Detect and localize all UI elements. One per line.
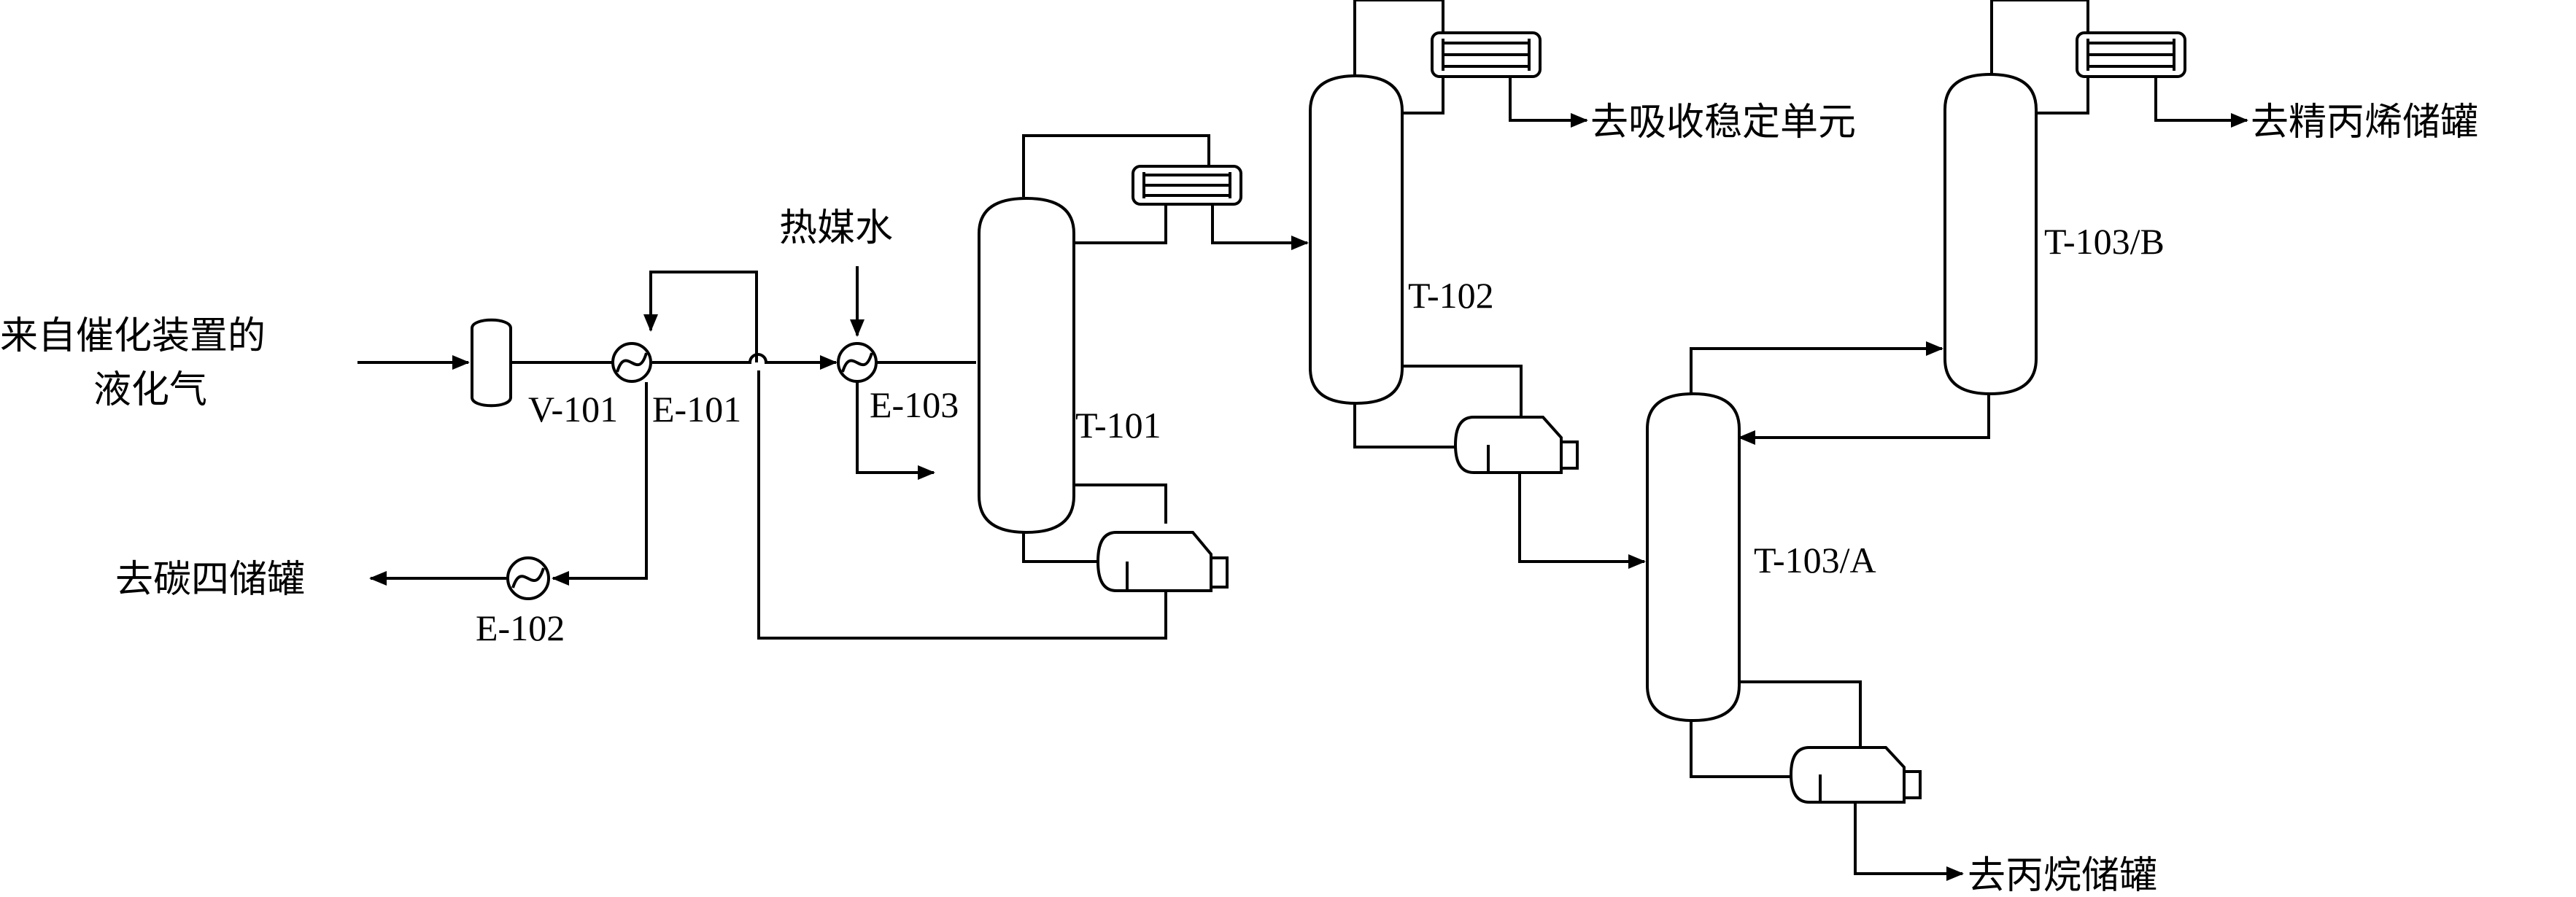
v101-tag: V-101 [528,389,618,430]
t102-reflux [1402,77,1444,114]
e101-to-e102-line [552,382,648,586]
absorption-unit-outlet-label: 去吸收稳定单元 [1590,101,1856,144]
t102-to-absorption-line [1509,77,1588,128]
t101-column [978,196,1075,535]
t103a-column [1646,392,1741,723]
t101-reboiler-feed [1074,484,1167,524]
heat-medium-out-line [856,379,935,480]
propane-tank-outlet-label: 去丙烷储罐 [1968,854,2157,897]
e101-tag: E-101 [652,389,741,430]
e101-exchanger [611,342,652,383]
feed-label-line1: 来自催化装置的 [0,314,266,358]
t103b-reflux [2036,77,2089,114]
e102-exchanger [506,556,550,600]
t101-bottoms-recycle [757,370,1167,640]
t102-reboiler [1453,416,1579,474]
t102-to-t103a-line [1518,473,1646,569]
e101-bypass-loop [643,271,758,362]
t103a-to-t103b-line [1690,341,1943,401]
t103b-to-propylene-line [2154,77,2248,128]
t102-reboiler-return [1353,401,1455,448]
t101-overhead-vapor [1022,134,1210,197]
e102-tag: E-102 [476,607,565,648]
t101-reboiler-return [1022,532,1098,563]
t103a-reboiler [1789,746,1922,804]
t101-tag: T-101 [1075,405,1161,446]
t101-reboiler [1096,531,1229,592]
t103b-column [1943,72,2038,396]
t101-to-t102-line [1211,204,1309,250]
feed-label-line2: 液化气 [93,368,207,412]
e101-to-e103-line [652,353,838,370]
t103b-to-t103a-line [1738,394,1990,445]
t101-condenser [1132,165,1242,206]
t101-reflux [1074,204,1167,244]
e103-exchanger [837,342,878,383]
t103a-reboiler-feed [1739,680,1862,748]
t102-condenser [1431,31,1542,78]
propylene-tank-outlet-label: 去精丙烯储罐 [2251,101,2478,144]
v101-vessel [471,318,512,408]
e103-tag: E-103 [870,384,959,425]
piping [357,0,2248,881]
t103a-tag: T-103/A [1754,540,1876,580]
t102-tag: T-102 [1408,275,1494,316]
c4-tank-outlet-label: 去碳四储罐 [115,558,305,602]
t103b-tag: T-103/B [2044,221,2165,262]
t102-reboiler-feed [1402,365,1523,417]
t102-overhead-vapor [1353,0,1444,109]
t102-column [1309,74,1404,405]
t103a-reboiler-return [1690,718,1791,778]
heating-medium-label: 热媒水 [779,206,893,250]
t103b-overhead-vapor [1990,0,2089,109]
t103b-condenser [2076,31,2186,78]
t103a-to-propane-line [1854,802,1964,881]
